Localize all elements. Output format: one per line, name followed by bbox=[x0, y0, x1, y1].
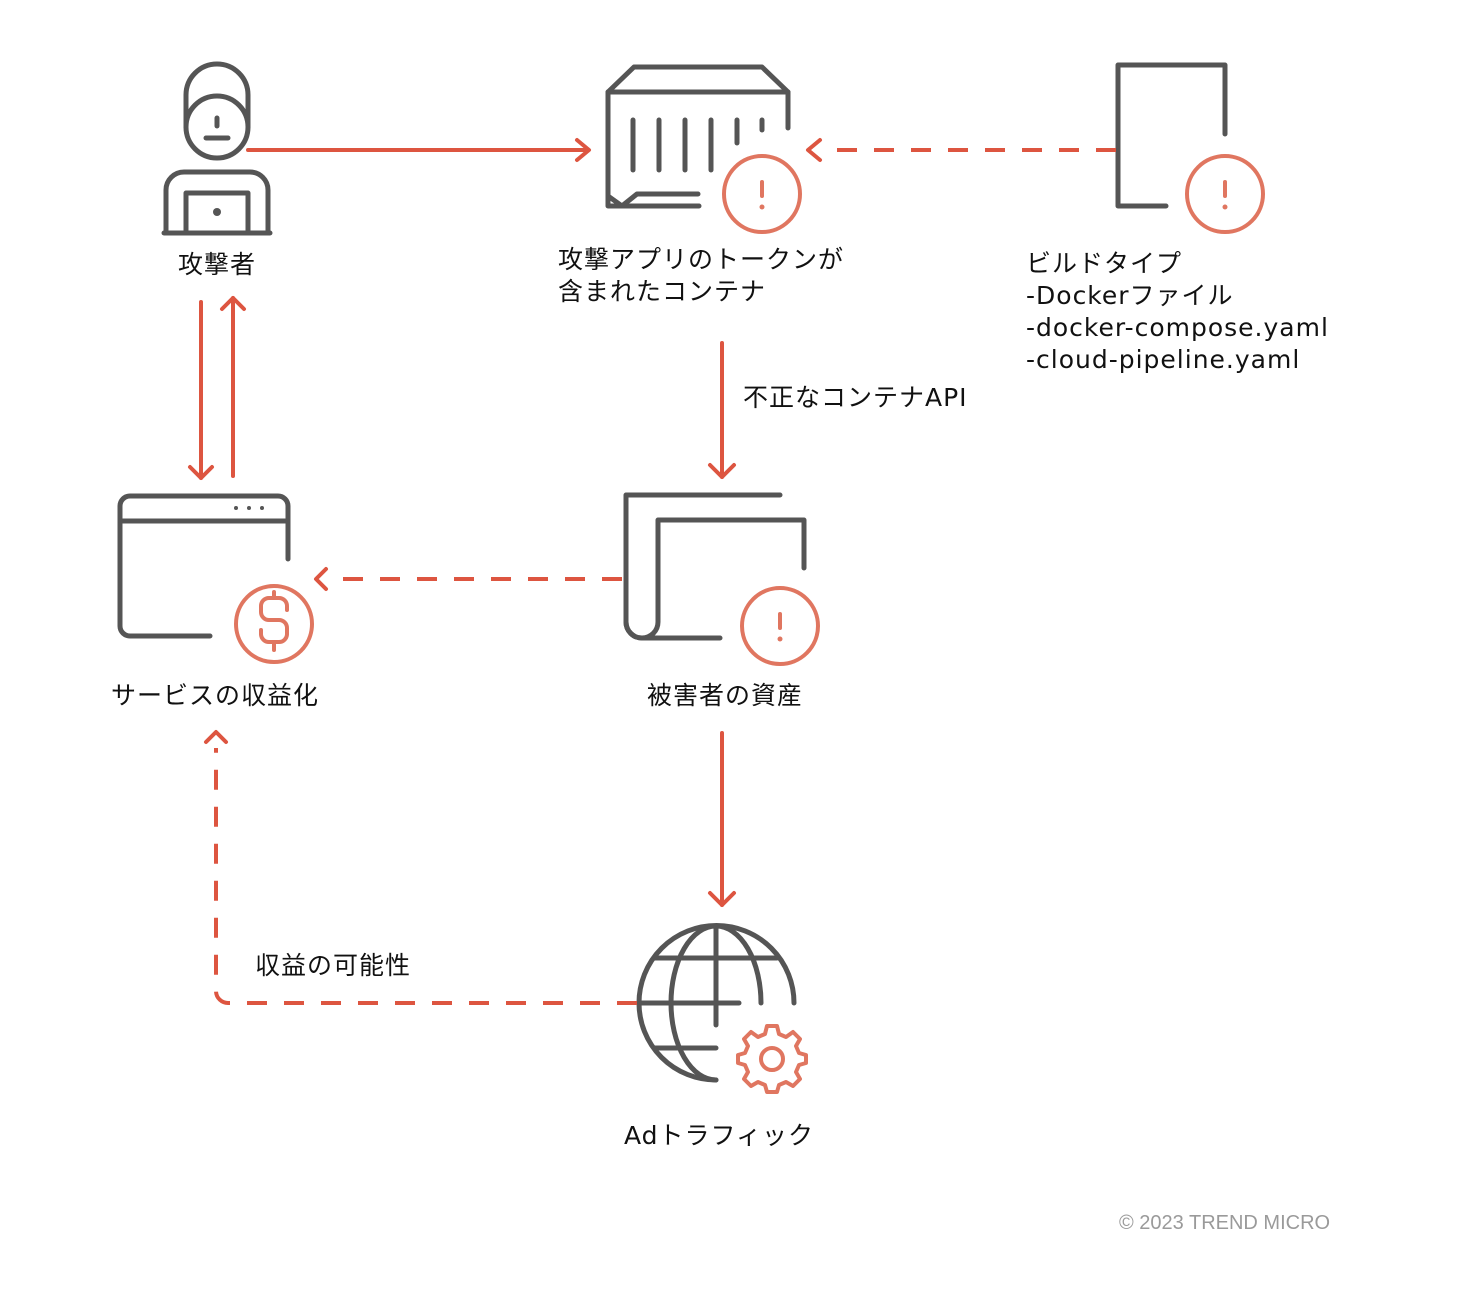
attacker-label: 攻撃者 bbox=[177, 250, 257, 279]
ad-traffic-label: Adトラフィック bbox=[623, 1121, 815, 1150]
edge-adtraffic-to-monetization bbox=[204, 730, 637, 1005]
build-type-item: -Dockerファイル bbox=[1026, 281, 1234, 310]
attacker-laptop-icon bbox=[161, 61, 273, 236]
globe-gear-icon bbox=[636, 923, 808, 1094]
build-type-label: ビルドタイプ -Dockerファイル -docker-compose.yaml … bbox=[1026, 248, 1329, 376]
build-type-item: -cloud-pipeline.yaml bbox=[1026, 345, 1301, 374]
edge-monetization-to-attacker bbox=[220, 296, 246, 478]
container-warning-icon bbox=[605, 64, 802, 234]
victim-assets-label: 被害者の資産 bbox=[646, 681, 804, 710]
container-label: 攻撃アプリのトークンが 含まれたコンテナ bbox=[558, 244, 844, 308]
edge-container-to-victim bbox=[708, 341, 736, 479]
container-label-line1: 攻撃アプリのトークンが bbox=[558, 245, 845, 274]
document-warning-icon bbox=[1115, 62, 1265, 234]
scroll-warning-icon bbox=[623, 492, 820, 666]
edge-attacker-to-container bbox=[246, 138, 591, 162]
container-label-line2: 含まれたコンテナ bbox=[558, 277, 767, 306]
edge-victim-to-monetization bbox=[314, 567, 622, 591]
edge-label-malicious-api: 不正なコンテナAPI bbox=[743, 383, 968, 412]
edge-label-revenue-potential: 収益の可能性 bbox=[255, 951, 412, 980]
copyright-footer: © 2023 TREND MICRO bbox=[1119, 1212, 1331, 1234]
build-type-item: -docker-compose.yaml bbox=[1026, 313, 1329, 342]
edge-victim-to-adtraffic bbox=[708, 731, 736, 907]
edge-buildtype-to-container bbox=[806, 138, 1116, 162]
build-type-title: ビルドタイプ bbox=[1026, 249, 1183, 278]
edge-attacker-to-monetization bbox=[188, 300, 214, 480]
monetization-label: サービスの収益化 bbox=[110, 681, 320, 710]
browser-dollar-icon bbox=[117, 493, 314, 664]
